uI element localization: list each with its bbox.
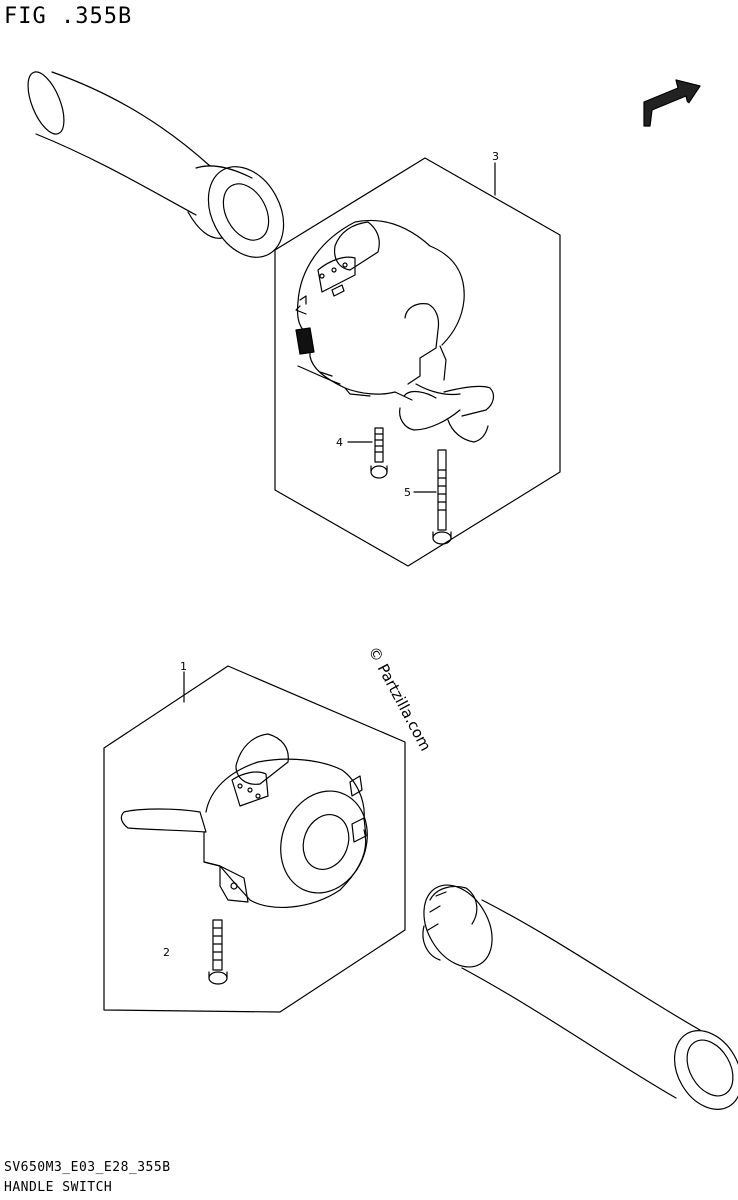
right-handle-switch <box>295 219 495 443</box>
callout-2: 2 <box>163 946 170 959</box>
screw-5 <box>432 449 452 545</box>
callout-5: 5 <box>404 486 411 499</box>
fwd-arrow-icon <box>643 79 701 127</box>
left-grip <box>27 71 285 258</box>
footer-name: HANDLE SWITCH <box>4 1180 113 1195</box>
figure-title: FIG .355B <box>4 4 133 29</box>
screw-2 <box>208 919 228 985</box>
right-grip <box>422 884 738 1110</box>
callout-3: 3 <box>492 150 499 163</box>
hexagon-group-3 <box>274 157 561 567</box>
watermark: © Partzilla.com <box>364 643 434 754</box>
hexagon-group-1 <box>103 665 406 1013</box>
footer-code: SV650M3_E03_E28_355B <box>4 1160 171 1175</box>
left-handle-switch <box>120 733 368 909</box>
callout-4: 4 <box>336 436 343 449</box>
screw-4 <box>370 427 388 479</box>
callout-1: 1 <box>180 660 187 673</box>
